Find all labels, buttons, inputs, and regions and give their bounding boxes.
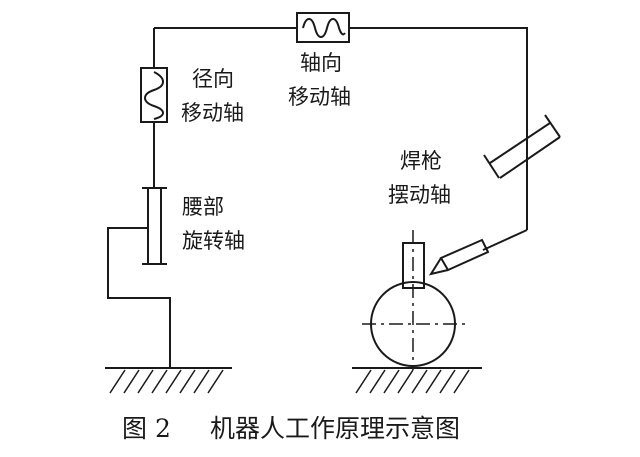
waist-rotation-joint (142, 122, 167, 265)
left-ground-hatch (105, 367, 232, 394)
label-axial-line2: 移动轴 (288, 85, 351, 109)
right-ground-hatch (352, 367, 482, 394)
label-axial-line1: 轴向 (300, 51, 342, 75)
workpiece (362, 230, 466, 370)
label-radial-line1: 径向 (192, 67, 234, 91)
label-radial-line2: 移动轴 (181, 101, 244, 125)
label-torch-line2: 摆动轴 (388, 183, 451, 207)
axial-axis-spring-box (154, 12, 528, 138)
label-waist-line1: 腰部 (182, 195, 224, 219)
figure-title: 机器人工作原理示意图 (210, 414, 460, 443)
radial-axis-spring-box (140, 28, 168, 123)
label-waist-line2: 旋转轴 (182, 229, 245, 253)
label-torch-line1: 焊枪 (400, 149, 442, 173)
welding-torch (428, 238, 490, 276)
base-frame (107, 227, 171, 368)
figure-number: 图 2 (122, 414, 171, 443)
torch-swing-joint (482, 114, 561, 251)
